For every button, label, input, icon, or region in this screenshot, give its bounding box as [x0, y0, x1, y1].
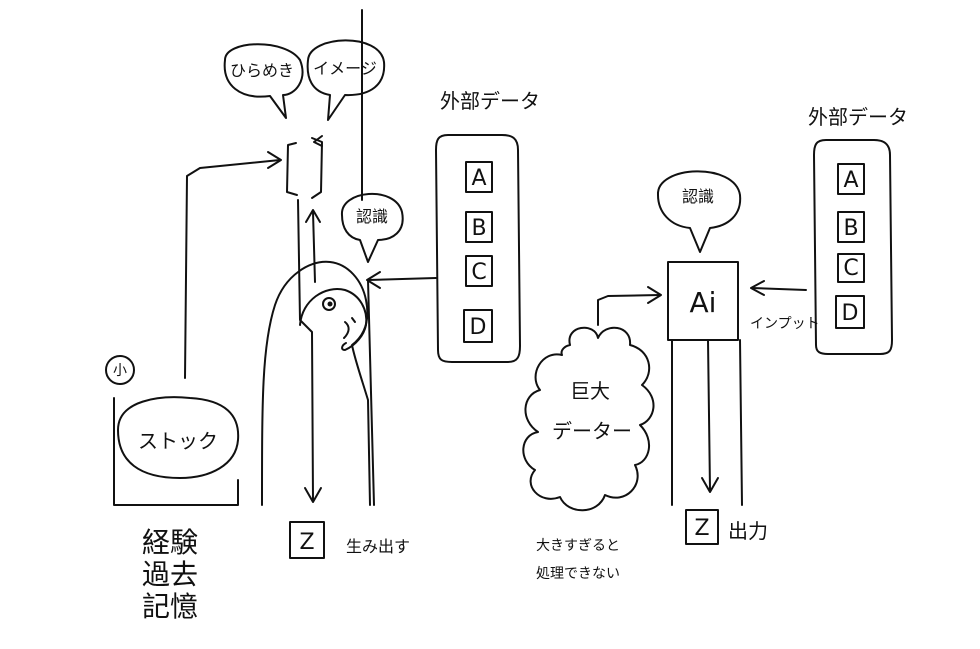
human-external-item-a: A	[471, 166, 486, 191]
person-to-mind-line	[312, 211, 316, 283]
ai-output: Z 出力	[685, 509, 768, 545]
cannot-process-line-2: 処理できない	[536, 566, 620, 582]
ai-external-item-b: B	[843, 216, 858, 241]
person-face-profile	[299, 288, 368, 351]
ai-output-text: 出力	[728, 519, 768, 543]
cloud-line-2: データー	[552, 419, 632, 443]
person-eye	[322, 297, 336, 311]
stock-label: ストック	[138, 429, 218, 453]
person-body	[261, 260, 371, 506]
ai-external-data-label: 外部データ	[808, 105, 908, 129]
human-external-data-label: 外部データ	[440, 89, 540, 113]
memory-line-1: 経験	[142, 526, 198, 559]
bubble-image: イメージ	[306, 39, 386, 121]
stock-to-mind-path	[184, 159, 281, 379]
small-mark-text: 小	[113, 363, 127, 379]
ai-tube-lines	[671, 339, 743, 506]
external-to-person-arrow	[367, 277, 437, 281]
bubble-inspiration-text: ひらめき	[230, 61, 294, 80]
human-external-item-c: C	[471, 260, 486, 285]
bubble-recognition-human-text: 認識	[356, 207, 388, 226]
human-external-item-b: B	[471, 216, 486, 241]
mind-bracket-right	[311, 137, 323, 199]
ai-to-output-arrowhead	[701, 477, 719, 493]
ai-label: Ai	[690, 286, 717, 319]
memory-line-2: 過去	[142, 558, 198, 591]
human-external-item-d: D	[470, 315, 487, 340]
mind-to-output-line	[297, 199, 314, 501]
bubble-recognition-ai-text: 認識	[682, 187, 714, 206]
mind-bracket-arrow-small	[313, 135, 323, 147]
ai-external-data: 外部データ A B C D	[808, 105, 908, 355]
ai-external-item-c: C	[843, 256, 858, 281]
cloud-line-1: 巨大	[570, 379, 610, 403]
human-external-data: 外部データ A B C D	[435, 89, 540, 363]
person-to-mind-arrowhead	[305, 209, 321, 223]
huge-data-cloud: 巨大 データー	[522, 326, 655, 512]
bubble-recognition-ai: 認識	[656, 170, 742, 253]
cloud-to-ai-arrowhead	[647, 286, 662, 304]
mind-to-output-arrowhead	[304, 487, 322, 503]
cannot-process-line-1: 大きすぎると	[536, 538, 620, 554]
person-pupil	[327, 301, 333, 307]
ai-external-item-a: A	[843, 168, 858, 193]
human-output-text: 生み出す	[346, 537, 410, 556]
ai-to-output-line	[707, 339, 711, 491]
bubble-image-text: イメージ	[313, 59, 377, 78]
stock-box: ストック	[113, 396, 240, 506]
bubble-recognition-human: 認識	[340, 192, 404, 263]
ai-box: Ai	[667, 261, 739, 341]
cloud-to-ai-path	[597, 294, 661, 326]
human-output-letter: Z	[299, 530, 314, 555]
ai-input-arrowhead	[750, 280, 765, 296]
ai-input-arrow	[751, 287, 807, 291]
bubble-inspiration: ひらめき	[223, 43, 304, 119]
memory-line-3: 記憶	[142, 590, 198, 623]
person-nose-line	[343, 321, 350, 339]
human-output: Z 生み出す	[289, 521, 410, 559]
ai-external-item-d: D	[842, 301, 859, 326]
mind-bracket-left	[286, 142, 298, 196]
small-mark: 小	[105, 355, 135, 385]
ai-input-label: インプット	[750, 316, 820, 332]
external-to-person-arrowhead	[366, 271, 381, 289]
ai-output-letter: Z	[694, 516, 709, 541]
stock-to-mind-arrowhead	[267, 151, 282, 169]
